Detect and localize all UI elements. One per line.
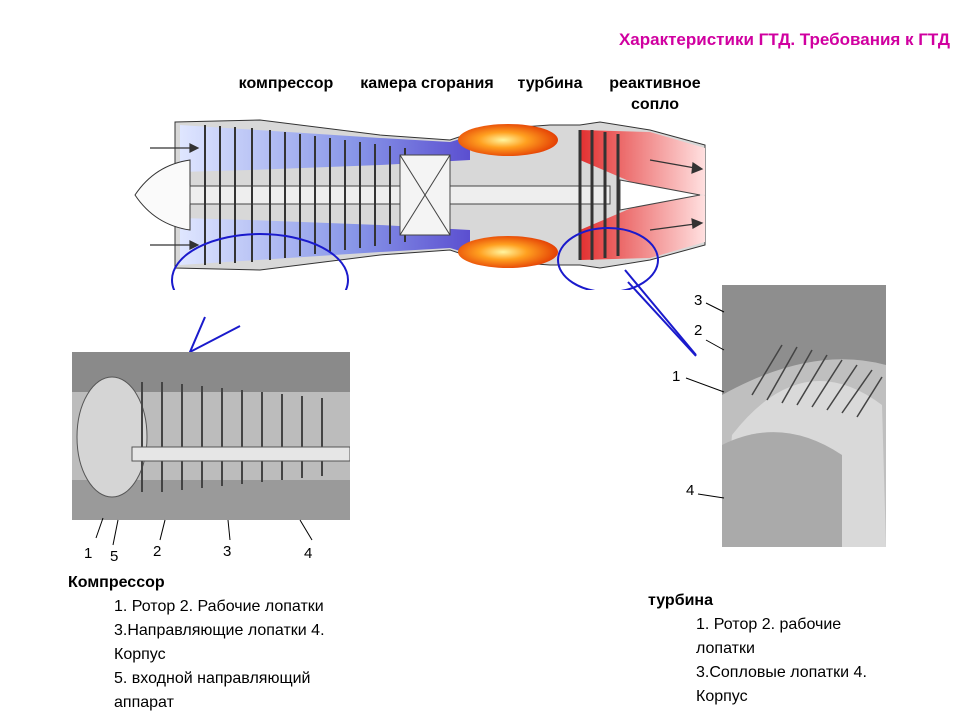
compressor-caption-line3: Корпус bbox=[114, 646, 166, 663]
compressor-caption-line1: 1. Ротор 2. Рабочие лопатки bbox=[114, 598, 324, 615]
turbine-highlight-circle bbox=[557, 227, 659, 290]
turbine-caption-line3: 3.Сопловые лопатки 4. bbox=[696, 664, 867, 681]
label-combustor: камера сгорания bbox=[360, 75, 494, 92]
compressor-caption-line5: аппарат bbox=[114, 694, 174, 711]
turbine-caption: турбина 1. Ротор 2. рабочие лопатки 3.Со… bbox=[648, 589, 948, 709]
compressor-caption-line4: 5. входной направляющий bbox=[114, 670, 311, 687]
compressor-caption: Компрессор 1. Ротор 2. Рабочие лопатки 3… bbox=[68, 571, 398, 715]
compressor-caption-line2: 3.Направляющие лопатки 4. bbox=[114, 622, 325, 639]
turbine-caption-line2: лопатки bbox=[696, 640, 755, 657]
turbine-caption-line4: Корпус bbox=[696, 688, 748, 705]
label-nozzle-line1: реактивное bbox=[609, 75, 701, 92]
turbine-photo bbox=[722, 285, 886, 547]
turbine-num-1: 1 bbox=[672, 368, 681, 385]
label-turbine: турбина bbox=[517, 75, 583, 92]
compressor-num-3: 3 bbox=[223, 543, 232, 560]
compressor-num-5: 5 bbox=[110, 548, 119, 565]
compressor-num-4: 4 bbox=[304, 545, 313, 562]
slide-title: Характеристики ГТД. Требования к ГТД bbox=[618, 30, 950, 49]
turbine-num-2: 2 bbox=[694, 322, 703, 339]
turbine-num-4: 4 bbox=[686, 482, 695, 499]
label-nozzle-line2: сопло bbox=[630, 96, 680, 113]
compressor-num-1: 1 bbox=[84, 545, 93, 562]
turbine-num-3: 3 bbox=[694, 292, 703, 309]
turbine-caption-title: турбина bbox=[648, 592, 713, 609]
compressor-num-2: 2 bbox=[153, 543, 162, 560]
label-nozzle: реактивное сопло bbox=[600, 73, 710, 115]
turbine-caption-line1: 1. Ротор 2. рабочие bbox=[696, 616, 842, 633]
engine-diagram bbox=[134, 119, 706, 290]
compressor-photo bbox=[72, 352, 350, 520]
label-compressor: компрессор bbox=[238, 75, 334, 92]
compressor-caption-title: Компрессор bbox=[68, 574, 165, 591]
compressor-highlight-circle bbox=[171, 233, 349, 290]
